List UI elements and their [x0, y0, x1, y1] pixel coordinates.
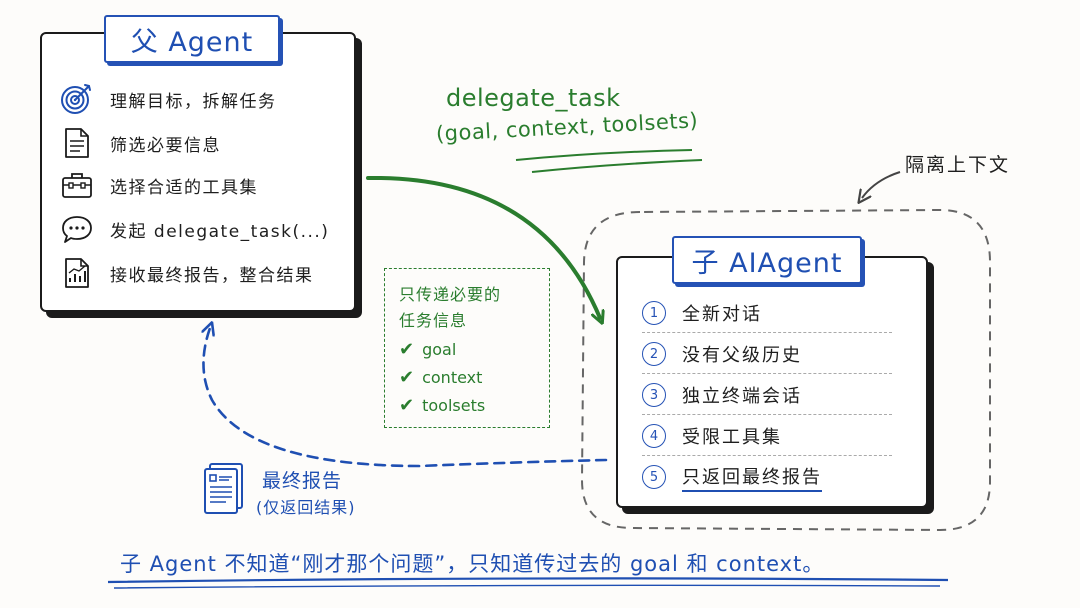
parent-task-understand: 理解目标，拆解任务 — [60, 82, 277, 116]
child-agent-title: 子 AIAgent — [672, 236, 862, 284]
child-item-2: 2 没有父级历史 — [642, 335, 892, 374]
info-item-label: goal — [422, 340, 457, 359]
document-icon — [65, 128, 89, 158]
report-subtitle: (仅返回结果) — [256, 498, 356, 517]
parent-task-toolset: 选择合适的工具集 — [60, 168, 258, 202]
info-item-goal: ✔ goal — [399, 339, 456, 360]
target-icon — [61, 84, 91, 114]
task-label: 发起 delegate_task(...) — [110, 221, 330, 242]
number-badge: 2 — [642, 342, 666, 366]
footer-underline-2 — [113, 584, 941, 589]
info-item-context: ✔ context — [399, 367, 482, 388]
child-item-label: 受限工具集 — [682, 427, 782, 448]
check-icon: ✔ — [399, 339, 415, 360]
task-label: 选择合适的工具集 — [110, 177, 258, 198]
task-label: 接收最终报告，整合结果 — [110, 265, 314, 286]
call-name: delegate_task — [446, 84, 621, 112]
isolation-pointer-arrow — [862, 171, 901, 198]
child-item-label: 没有父级历史 — [682, 345, 802, 366]
report-title: 最终报告 — [262, 470, 343, 492]
child-item-1: 1 全新对话 — [642, 294, 892, 333]
call-underline-1 — [515, 149, 693, 161]
info-item-label: toolsets — [422, 396, 486, 415]
report-document-icon — [204, 463, 243, 514]
footer-caption: 子 Agent 不知道“刚才那个问题”，只知道传过去的 goal 和 conte… — [120, 552, 825, 576]
parent-task-delegate: 发起 delegate_task(...) — [60, 212, 329, 246]
toolbox-icon — [62, 173, 92, 198]
child-item-3: 3 独立终端会话 — [642, 376, 892, 415]
info-box-line2: 任务信息 — [399, 311, 468, 330]
info-box-line1: 只传递必要的 — [399, 285, 502, 304]
delegate-arrow — [366, 175, 600, 318]
parent-task-receive: 接收最终报告，整合结果 — [60, 256, 314, 290]
chat-bubble-icon — [62, 216, 92, 243]
call-underline-2 — [531, 159, 703, 173]
child-item-5: 5 只返回最终报告 — [642, 458, 892, 496]
child-item-label: 全新对话 — [682, 304, 762, 325]
info-item-toolsets: ✔ toolsets — [399, 395, 485, 416]
parent-agent-title: 父 Agent — [104, 15, 280, 63]
footer-underline-1 — [107, 577, 949, 584]
return-arrow — [203, 328, 608, 468]
number-badge: 5 — [642, 465, 666, 489]
info-item-label: context — [422, 368, 483, 387]
child-item-label: 独立终端会话 — [682, 386, 802, 407]
child-agent-card: 1 全新对话 2 没有父级历史 3 独立终端会话 4 受限工具集 5 只返回最终… — [616, 256, 928, 508]
isolation-boundary — [580, 208, 991, 532]
check-icon: ✔ — [399, 395, 415, 416]
task-label: 筛选必要信息 — [110, 135, 221, 156]
parent-task-filter: 筛选必要信息 — [60, 126, 221, 160]
info-box: 只传递必要的 任务信息 ✔ goal ✔ context ✔ toolsets — [384, 268, 550, 428]
isolation-label: 隔离上下文 — [905, 154, 1011, 176]
number-badge: 1 — [642, 301, 666, 325]
child-item-label: 只返回最终报告 — [682, 463, 822, 492]
number-badge: 3 — [642, 383, 666, 407]
child-item-4: 4 受限工具集 — [642, 417, 892, 456]
number-badge: 4 — [642, 424, 666, 448]
check-icon: ✔ — [399, 367, 415, 388]
task-label: 理解目标，拆解任务 — [110, 91, 277, 112]
report-chart-icon — [65, 258, 89, 288]
parent-agent-card: 理解目标，拆解任务 筛选必要信息 选择合适的工具集 发起 delegate_ta… — [40, 32, 356, 312]
